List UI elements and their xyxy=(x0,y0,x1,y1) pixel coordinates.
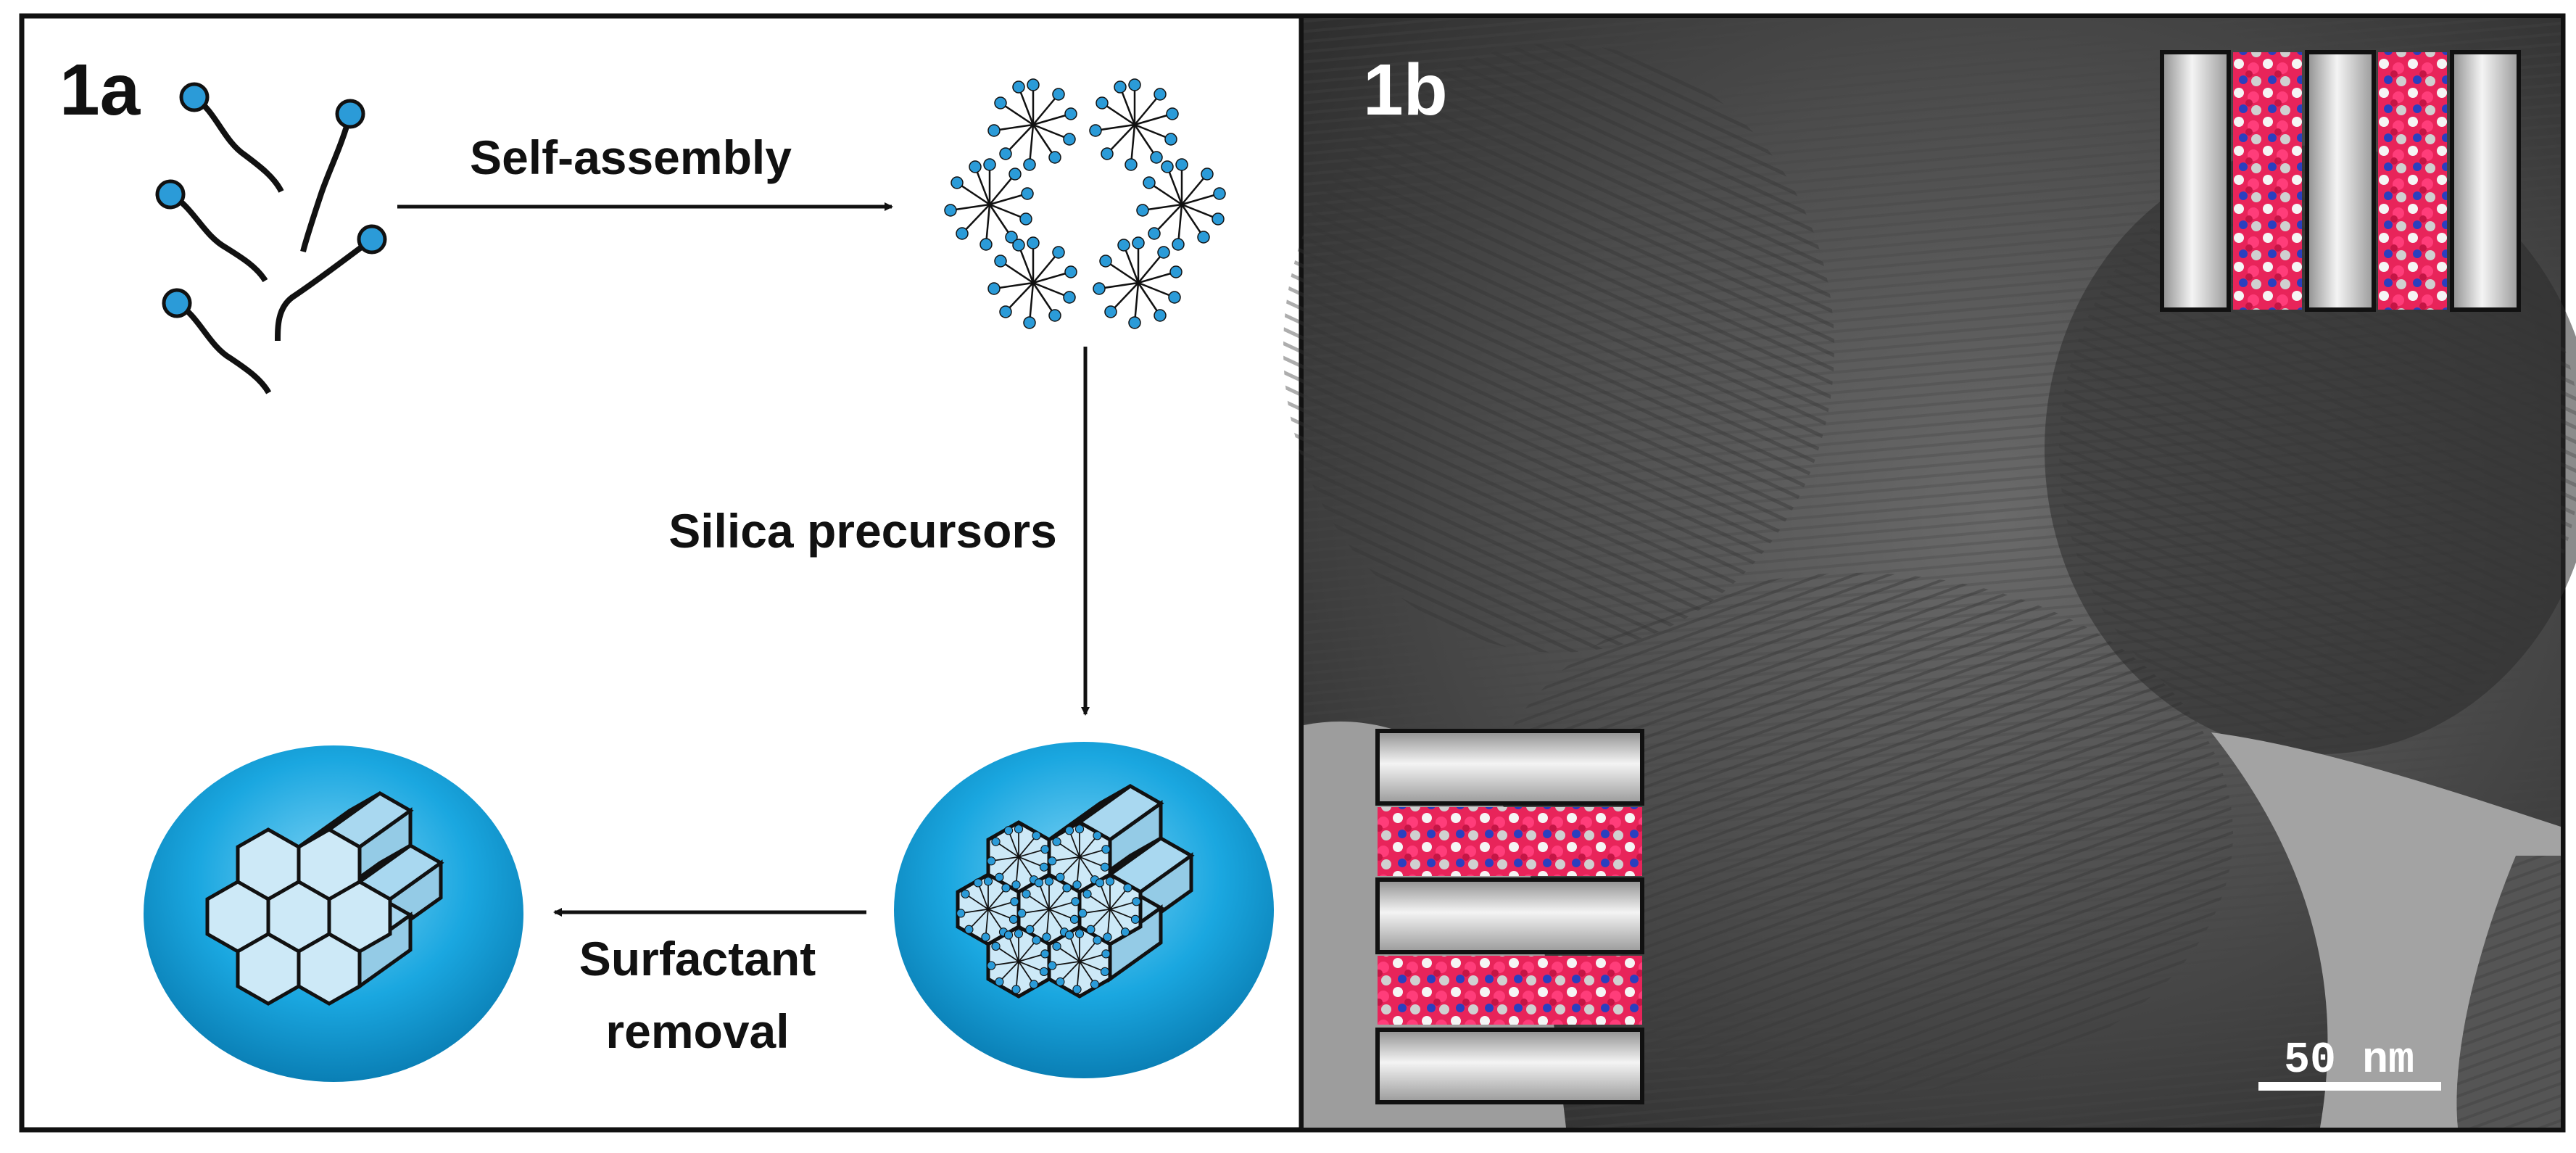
silica-precursors-label: Silica precursors xyxy=(668,504,1057,558)
molecular-filling-icon-vertical xyxy=(2160,50,2521,312)
panel-a: 1a Self-assembly xyxy=(59,49,1274,1082)
panel-b-label: 1b xyxy=(1363,49,1448,131)
hexagonal-channel-icon-empty xyxy=(144,745,523,1082)
surfactant-removal-label-1: Surfactant xyxy=(579,932,816,985)
hexagonal-channel-icon-filled xyxy=(894,742,1274,1078)
molecular-filling-icon-horizontal xyxy=(1375,729,1644,1104)
scale-bar: 50 nm xyxy=(2258,1036,2441,1091)
surfactant-molecule-icon xyxy=(156,84,387,398)
panel-a-label: 1a xyxy=(59,49,141,131)
scale-bar-label: 50 nm xyxy=(2284,1036,2414,1086)
panel-b: 1b 50 nm xyxy=(1283,18,2576,1128)
surfactant-removal-label-2: removal xyxy=(605,1004,789,1058)
self-assembly-label: Self-assembly xyxy=(470,131,792,184)
